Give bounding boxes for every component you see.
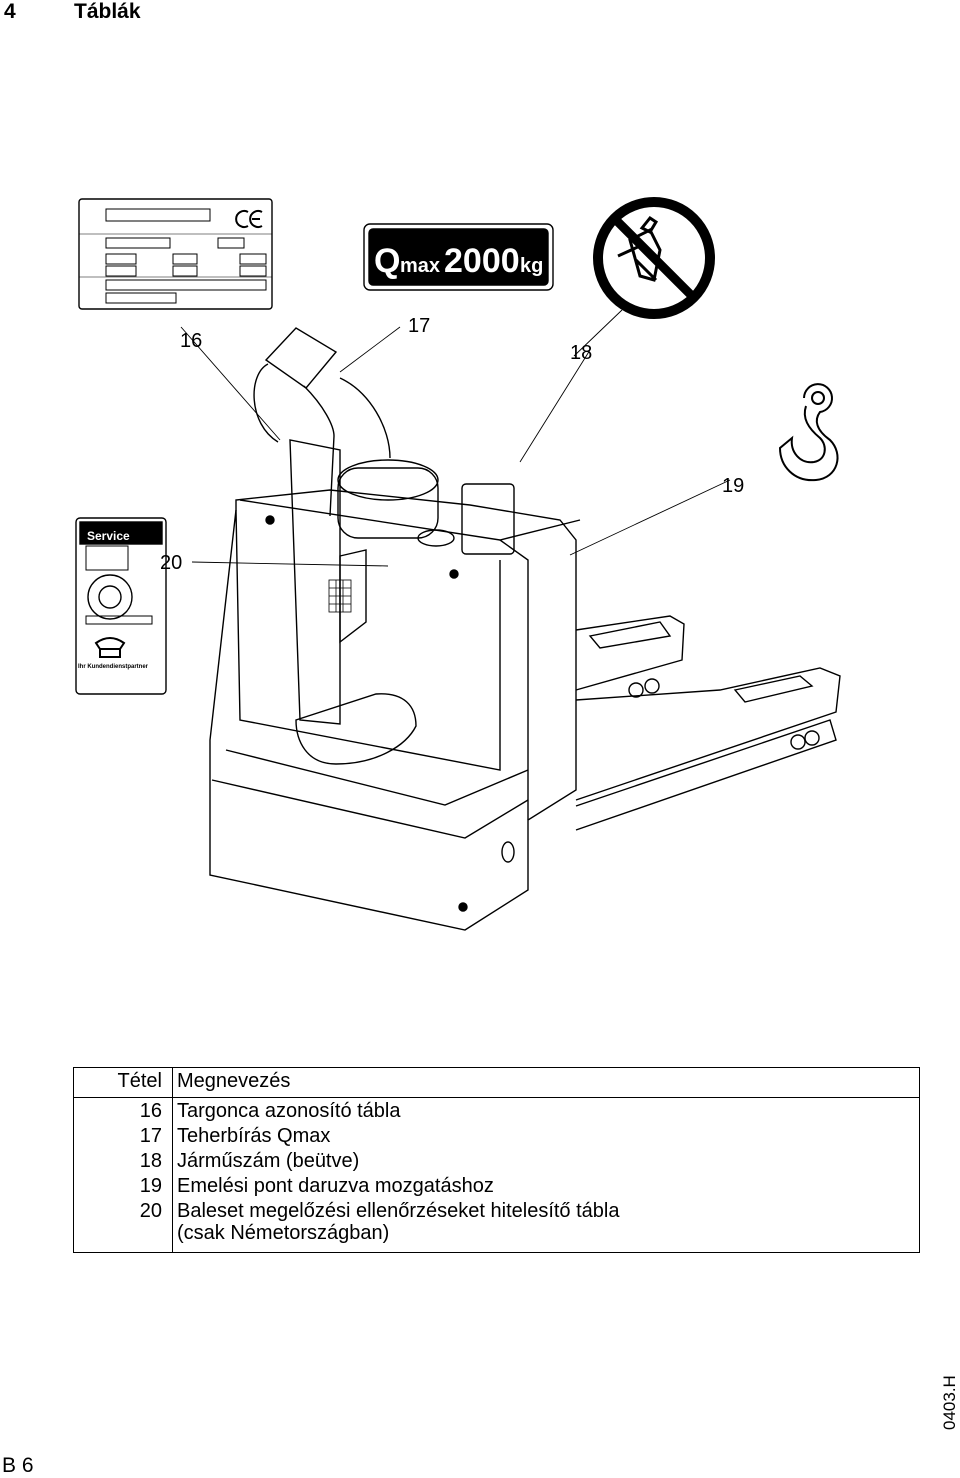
ce-mark-icon xyxy=(235,210,263,228)
legend-row: 18 Járműszám (beütve) xyxy=(73,1148,920,1173)
service-partner: Ihr Kundendienstpartner xyxy=(78,664,149,670)
callout-18: 18 xyxy=(570,342,593,364)
section-title: Táblák xyxy=(74,0,141,23)
qmax-sub: max xyxy=(400,255,440,277)
crane-hook-icon xyxy=(778,383,839,482)
section-number: 4 xyxy=(4,0,16,23)
service-plate xyxy=(75,517,167,695)
page-number: B 6 xyxy=(2,1454,34,1477)
legend-pos: 18 xyxy=(73,1148,173,1173)
callout-17: 17 xyxy=(408,315,431,337)
keypad-icon xyxy=(328,579,352,613)
legend-row: 17 Teherbírás Qmax xyxy=(73,1123,920,1148)
legend-name: Targonca azonosító tábla xyxy=(177,1100,401,1122)
pallet-truck xyxy=(209,327,841,931)
legend-name: Teherbírás Qmax xyxy=(177,1125,331,1147)
legend-header-pos: Tétel xyxy=(73,1067,173,1098)
legend-row: 20 Baleset megelőzési ellenőrzéseket hit… xyxy=(73,1198,920,1253)
qmax-q: Q xyxy=(374,242,400,280)
service-title: Service xyxy=(87,529,130,543)
legend-pos: 16 xyxy=(73,1097,173,1123)
legend-header-name: Megnevezés xyxy=(172,1067,920,1098)
callout-19: 19 xyxy=(722,475,745,497)
qmax-plate xyxy=(363,223,554,291)
legend-pos: 20 xyxy=(73,1198,173,1253)
legend-pos: 19 xyxy=(73,1173,173,1198)
id-plate xyxy=(78,198,273,310)
document-code: 0403.H xyxy=(940,1375,959,1430)
callout-16: 16 xyxy=(180,330,203,352)
qmax-value: 2000 xyxy=(444,242,520,280)
legend-name: Járműszám (beütve) xyxy=(177,1150,360,1172)
no-riding-icon xyxy=(593,197,715,319)
legend-name-line2: (csak Németországban) xyxy=(177,1222,390,1244)
legend-table: Tétel Megnevezés 16 Targonca azonosító t… xyxy=(73,1067,920,1253)
legend-name-line1: Baleset megelőzési ellenőrzéseket hitele… xyxy=(177,1200,620,1222)
callout-20: 20 xyxy=(160,552,183,574)
legend-pos: 17 xyxy=(73,1123,173,1148)
legend-name: Emelési pont daruzva mozgatáshoz xyxy=(177,1175,494,1197)
legend-row: 16 Targonca azonosító tábla xyxy=(73,1097,920,1123)
legend-name: Baleset megelőzési ellenőrzéseket hitele… xyxy=(173,1198,920,1253)
truck-illustration: Q max 2000 kg Service Ihr Kundendienstpa… xyxy=(75,197,841,931)
qmax-unit: kg xyxy=(520,255,543,277)
legend-header-row: Tétel Megnevezés xyxy=(73,1067,920,1098)
legend-row: 19 Emelési pont daruzva mozgatáshoz xyxy=(73,1173,920,1198)
